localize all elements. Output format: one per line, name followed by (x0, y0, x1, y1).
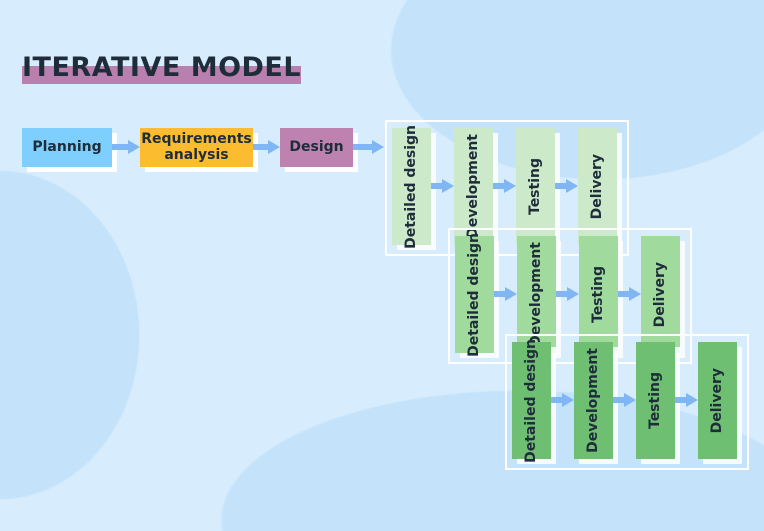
iteration-2-frame (448, 228, 692, 364)
arrow-icon (551, 393, 574, 407)
page-title: ITERATIVE MODEL (22, 52, 302, 83)
iteration-1-development: Development (454, 128, 493, 245)
step-label: Detailed design (465, 232, 482, 357)
iteration-3-detailed-design: Detailed design (512, 339, 551, 462)
arrow-icon (494, 287, 517, 301)
iteration-3-testing: Testing (636, 342, 675, 459)
arrow-icon (112, 140, 140, 154)
arrow-icon (675, 393, 698, 407)
step-label: Testing (646, 372, 663, 429)
arrow-icon (431, 179, 454, 193)
arrow-icon (493, 179, 516, 193)
arrow-icon (353, 140, 384, 154)
arrow-icon (613, 393, 636, 407)
iteration-2-testing: Testing (579, 236, 618, 353)
phase-design: Design (280, 128, 353, 167)
arrow-icon (555, 179, 578, 193)
iteration-2-detailed-design: Detailed design (455, 233, 494, 356)
arrow-icon (618, 287, 641, 301)
iteration-1-frame (385, 120, 629, 256)
arrow-icon (556, 287, 579, 301)
step-label: Delivery (651, 261, 668, 328)
phase-planning: Planning (22, 128, 112, 167)
iteration-3-development: Development (574, 342, 613, 459)
iteration-1-detailed-design: Detailed design (392, 125, 431, 248)
iteration-2-development: Development (517, 236, 556, 353)
phase-requirements-analysis: Requirements analysis (140, 128, 253, 167)
step-label: Testing (526, 158, 543, 215)
step-label: Detailed design (522, 338, 539, 463)
step-label: Delivery (708, 367, 725, 434)
iteration-3-delivery: Delivery (698, 342, 737, 459)
arrow-icon (253, 140, 280, 154)
iteration-2-delivery: Delivery (641, 236, 680, 353)
step-label: Testing (589, 266, 606, 323)
iteration-3-frame (505, 334, 749, 470)
step-label: Development (584, 348, 601, 453)
title-highlight (22, 66, 301, 84)
step-label: Development (464, 134, 481, 239)
step-label: Development (527, 242, 544, 347)
step-label: Delivery (588, 153, 605, 220)
iteration-1-delivery: Delivery (578, 128, 617, 245)
step-label: Detailed design (402, 124, 419, 249)
iteration-1-testing: Testing (516, 128, 555, 245)
